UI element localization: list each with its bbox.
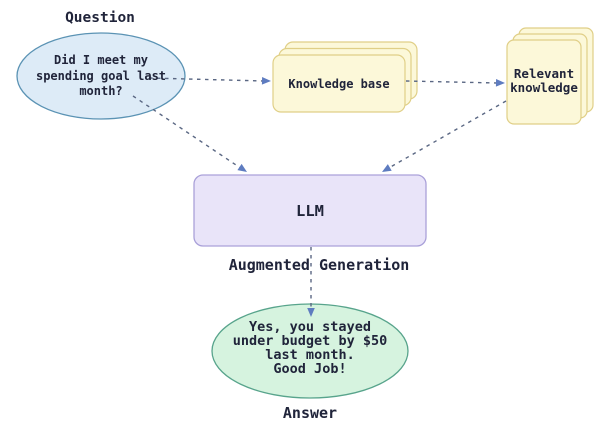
arrowhead-into-relevant-knowledge [495,79,505,87]
knowledge-base-card-front [272,54,406,113]
arrowhead-into-answer [307,308,315,317]
arrowhead-into-knowledge-base [261,76,271,85]
edge-knowledge-base-to-relevant-knowledge [405,80,499,84]
edge-question-to-knowledge-base [148,77,265,82]
answer-ellipse [211,303,409,399]
answer-label: Answer [282,404,338,422]
augmented-generation-label: Augmented Generation [228,256,410,274]
llm-box [193,174,427,247]
edge-question-to-llm [132,95,243,170]
llm-label: LLM [296,202,324,220]
arrowhead-relevant-knowledge-into-llm [382,164,392,172]
question-label: Question [65,10,135,26]
knowledge-base-label: Knowledge base [288,77,390,91]
knowledge-base-stack [272,41,418,113]
question-ellipse [16,32,186,120]
question-ellipse-text: Did I meet my spending goal last month? [35,53,167,98]
edge-relevant-knowledge-to-llm [386,100,507,170]
relevant-knowledge-label: Relevant knowledge [510,66,578,95]
answer-ellipse-text: Yes, you stayed under budget by $50 last… [232,319,388,377]
arrowhead-question-into-llm [237,163,247,172]
relevant-knowledge-stack [506,27,594,125]
relevant-knowledge-card-front [506,39,582,125]
